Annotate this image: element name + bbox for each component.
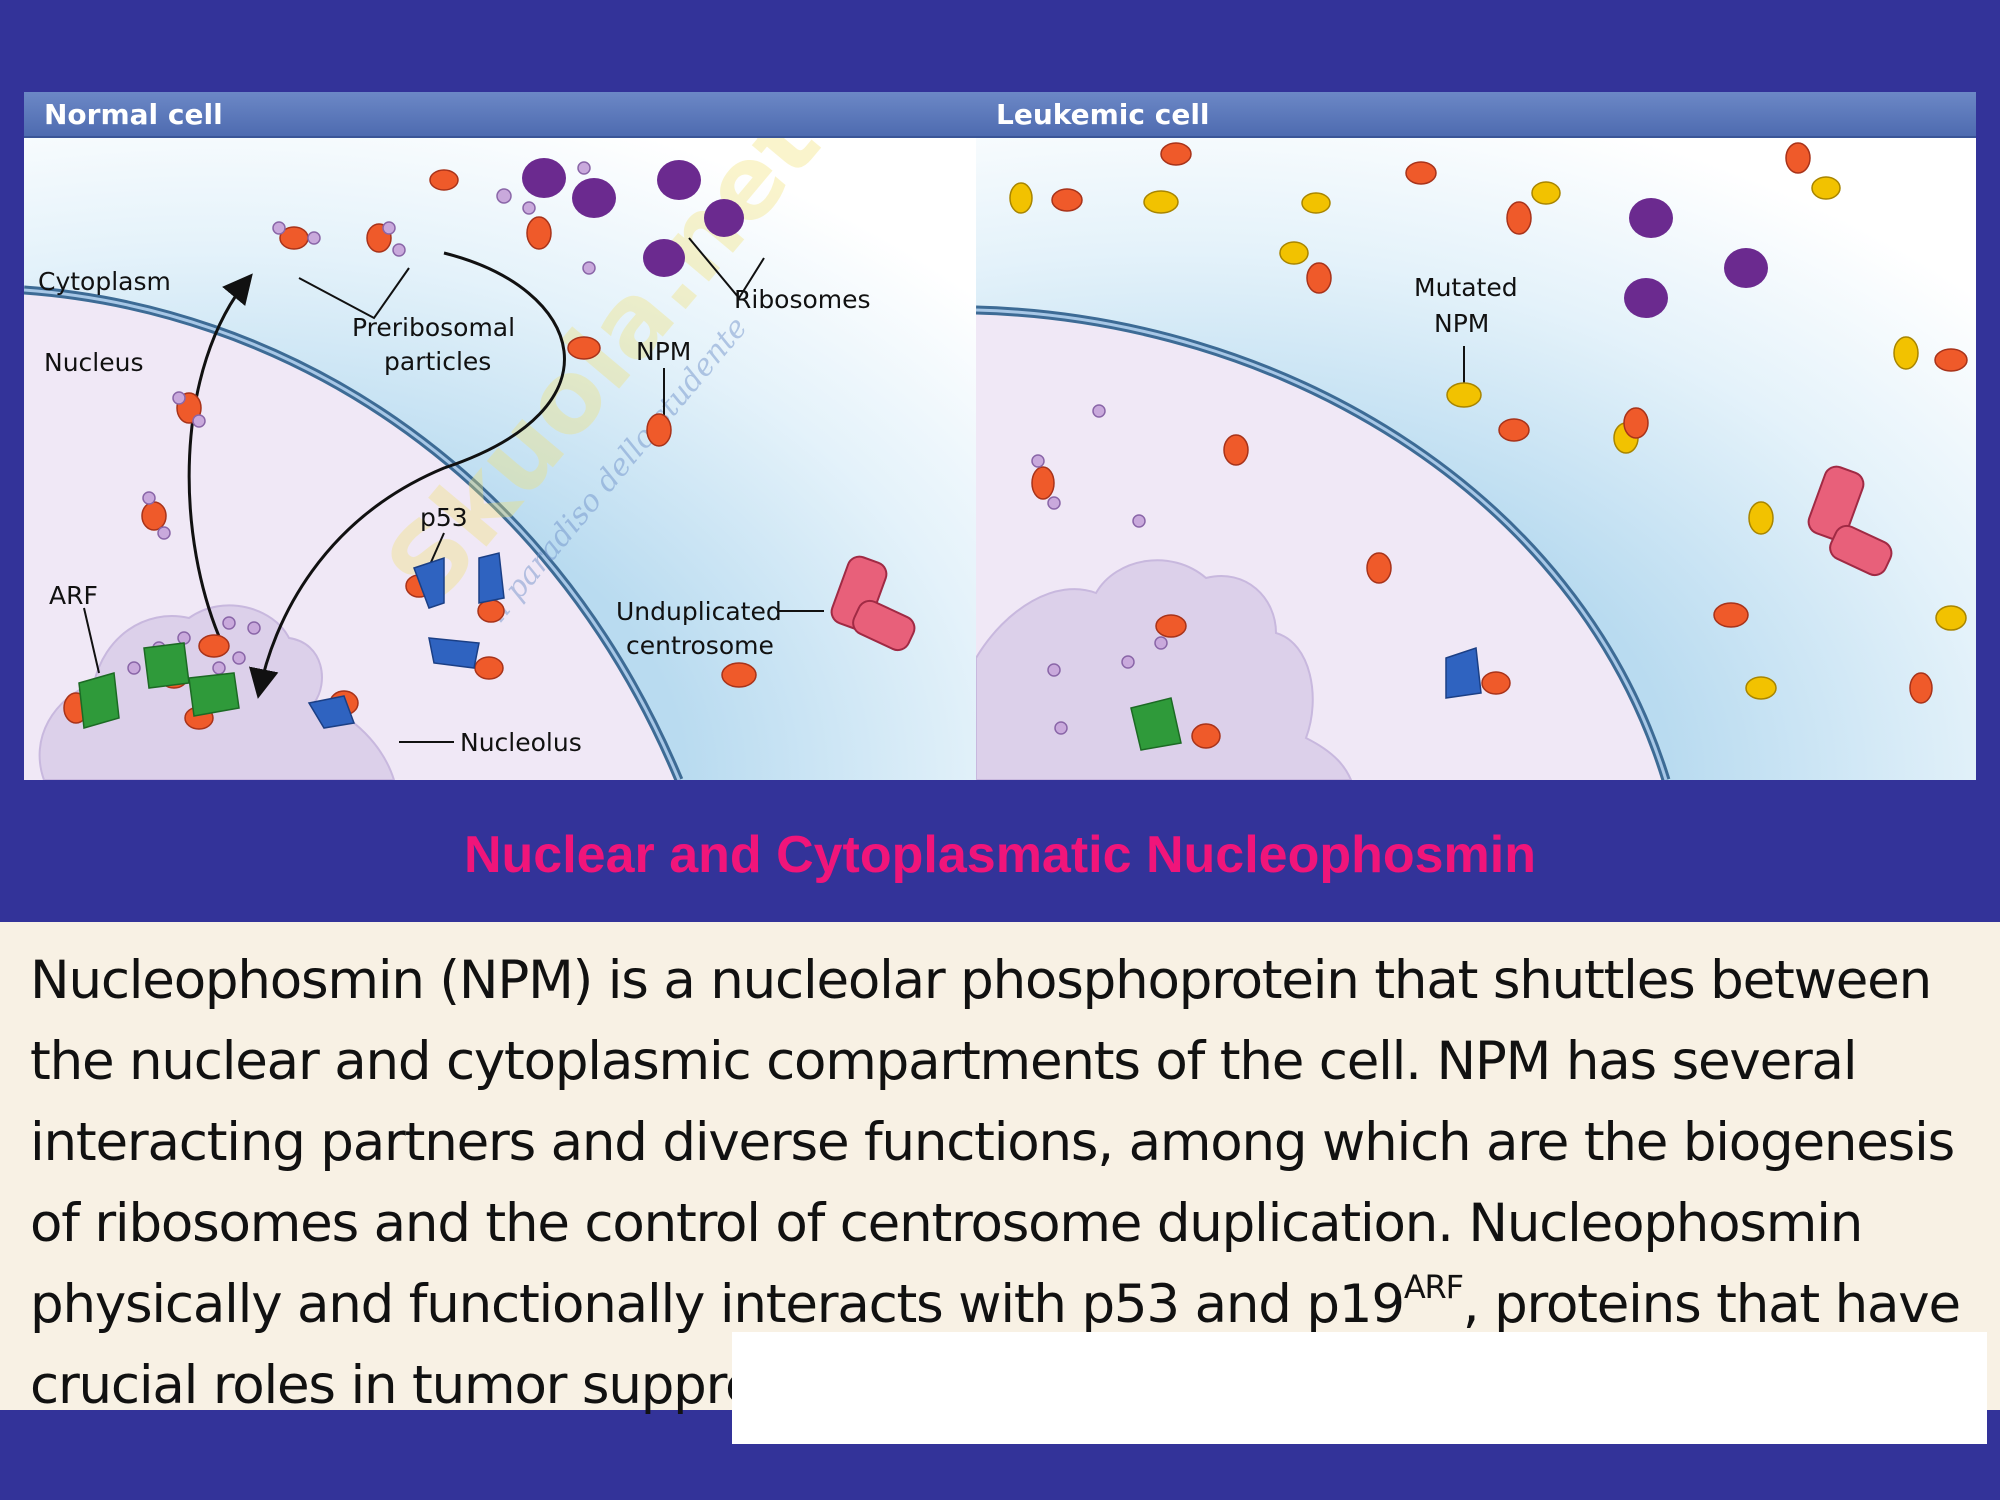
description-box: Nucleophosmin (NPM) is a nucleolar phosp… (0, 922, 2000, 1416)
arf-molecule (1130, 697, 1182, 751)
arf-label: ARF (49, 581, 98, 610)
ribosomes-label: Ribosomes (734, 285, 871, 314)
nucleolus-region (976, 559, 1353, 780)
unduplicated-label-1: Unduplicated (616, 597, 782, 626)
description-part-2: , proteins that have crucial roles in tu… (30, 1274, 1961, 1416)
unduplicated-label-2: centrosome (626, 631, 774, 660)
leukemic-cell-diagram: Mutated NPM (976, 138, 1976, 780)
leukemic-cell-title: Leukemic cell (976, 92, 1976, 138)
normal-cell-title: Normal cell (24, 92, 976, 138)
normal-cell-panel: Normal cell Skuola.net il paradiso dello… (24, 92, 976, 780)
ribosome (522, 158, 566, 198)
description-text: Nucleophosmin (NPM) is a nucleolar phosp… (30, 940, 1980, 1426)
mutated-label-2: NPM (1434, 309, 1489, 338)
ribosome (704, 199, 744, 237)
centrosome (830, 555, 916, 652)
p53-molecules (307, 552, 505, 729)
ribosome (643, 239, 685, 277)
npm-label: NPM (636, 337, 691, 366)
import-arrow (249, 251, 566, 699)
export-arrow (187, 273, 253, 649)
npm-molecules (1031, 142, 1968, 749)
p53-molecule (1445, 646, 1482, 699)
arf-superscript: ARF (1403, 1268, 1464, 1306)
centrosome (1807, 465, 1893, 577)
blank-overlay (732, 1332, 1987, 1444)
preribosomal-label-1: Preribosomal (352, 313, 515, 342)
preribosomal-label-2: particles (384, 347, 491, 376)
normal-cell-diagram: Skuola.net il paradiso dello studente (24, 138, 976, 780)
ribosomes (1624, 198, 1768, 318)
ribosomes-pointer (688, 237, 765, 300)
preribosomal-pointer (298, 267, 410, 320)
nucleolus-label: Nucleolus (460, 728, 582, 757)
slide-title: Nuclear and Cytoplasmatic Nucleophosmin (463, 826, 1537, 884)
leukemic-cell-panel: Leukemic cell (976, 92, 1976, 780)
nucleus-label: Nucleus (44, 348, 144, 377)
p53-label: p53 (420, 503, 468, 532)
ribosome (657, 160, 701, 200)
cytoplasm-label: Cytoplasm (38, 267, 171, 296)
description-part-1: Nucleophosmin (NPM) is a nucleolar phosp… (30, 950, 1955, 1335)
small-particles (1031, 404, 1168, 735)
arf-pointer (83, 607, 100, 674)
mutated-label-1: Mutated (1414, 273, 1518, 302)
ribosome (572, 178, 616, 218)
small-particles (127, 161, 596, 675)
arf-molecules (78, 642, 240, 729)
mutated-npm-molecules (1009, 176, 1967, 700)
